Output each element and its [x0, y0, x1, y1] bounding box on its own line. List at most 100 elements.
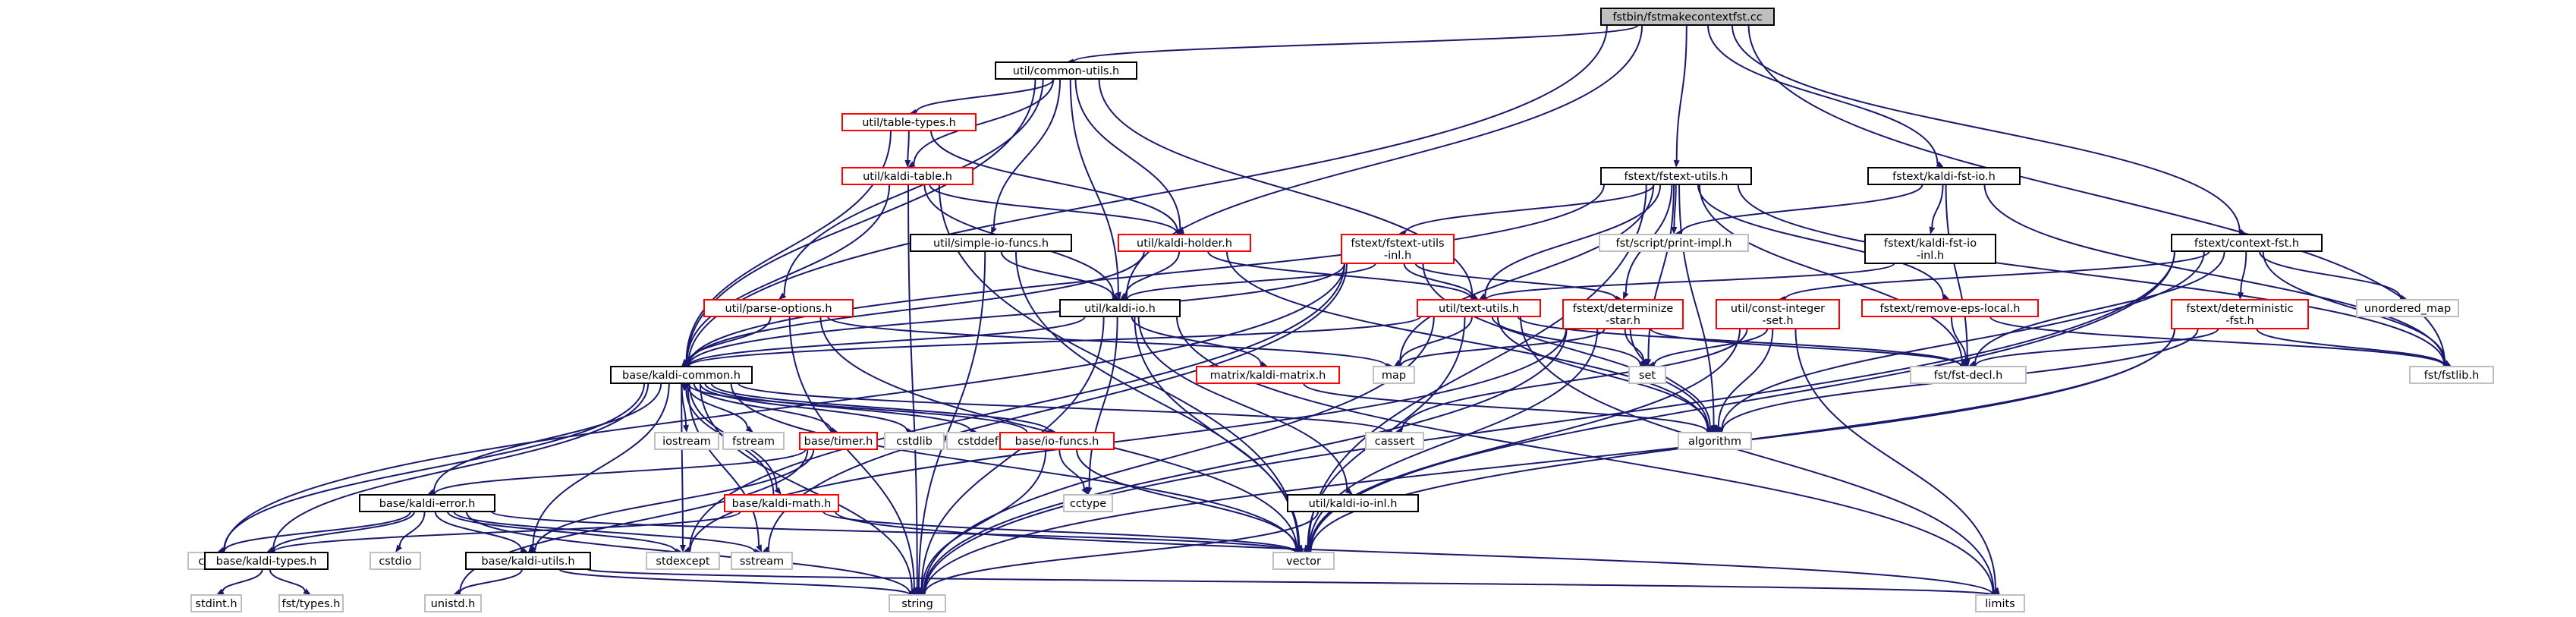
node-box: [799, 432, 878, 450]
node-fstext-fstext-utils-inl-h[interactable]: fstext/fstext-utils-inl.h: [1341, 234, 1455, 264]
edge-n25-n44: [730, 382, 1297, 551]
node-util-kaldi-table-h[interactable]: util/kaldi-table.h: [841, 167, 973, 185]
node-unordered-map: unordered_map: [2356, 299, 2459, 317]
node-label: -fst.h: [2225, 315, 2254, 327]
edge-n8-n27: [1678, 184, 1715, 426]
node-fstext-deterministic-fst-h[interactable]: fstext/deterministic-fst.h: [2171, 299, 2309, 329]
node-fstext-determinize-star-h[interactable]: fstext/determinize-star.h: [1562, 299, 1684, 329]
edge-n1-n2: [915, 78, 1055, 113]
node-fstext-context-fst-h[interactable]: fstext/context-fst.h: [2171, 234, 2323, 252]
node-base-kaldi-common-h[interactable]: base/kaldi-common.h: [610, 366, 753, 384]
edge-n25-n33: [710, 382, 1051, 433]
node-base-timer-h[interactable]: base/timer.h: [799, 432, 878, 450]
edge-n1-n3: [913, 78, 1055, 164]
node-util-table-types-h[interactable]: util/table-types.h: [841, 113, 977, 131]
node-vector: vector: [1272, 552, 1335, 570]
node-base-kaldi-utils-h[interactable]: base/kaldi-utils.h: [465, 552, 591, 570]
edge-n9-n25: [687, 263, 1345, 366]
node-label: cstddef: [958, 436, 999, 448]
node-label: fstext/fstext-utils.h: [1625, 171, 1728, 183]
edge-n41-n47: [459, 568, 524, 593]
edge-arrowhead-n1-n3: [907, 161, 916, 168]
edge-n3-n25: [686, 184, 891, 362]
node-box: [1272, 552, 1335, 570]
edge-arrowhead-n15-n27: [1707, 424, 1715, 433]
edge-arrowhead-n25-n35: [774, 486, 782, 495]
node-util-common-utils-h[interactable]: util/common-utils.h: [995, 61, 1137, 80]
node-stdint-h: stdint.h: [190, 594, 242, 612]
edge-n11-n10: [1680, 184, 1923, 234]
edge-n33-n25: [687, 383, 1028, 433]
edge-n18-n24: [2256, 328, 2445, 366]
node-box: [1628, 366, 1666, 384]
node-label: fstext/kaldi-fst-io: [1884, 238, 1977, 250]
edge-n7-n25: [687, 316, 1086, 367]
node-box: [724, 494, 839, 512]
node-box: [1867, 167, 2021, 185]
node-label: -inl.h: [1384, 250, 1411, 262]
edge-n3-n48: [907, 184, 918, 588]
node-label: base/kaldi-common.h: [622, 370, 741, 382]
node-box: [1059, 299, 1181, 317]
edge-n13-n24: [2262, 250, 2446, 363]
node-box: [1975, 594, 2025, 612]
node-label: limits: [1985, 598, 2015, 610]
edge-n25-n41: [532, 382, 670, 547]
edge-n7-n34: [1088, 316, 1118, 488]
node-util-simple-io-funcs-h[interactable]: util/simple-io-funcs.h: [910, 234, 1072, 252]
edge-n40-n45: [222, 568, 263, 592]
edge-n8-n22: [1647, 184, 1675, 360]
edge-n8-n44: [1307, 184, 1647, 547]
edge-n16-n26: [1401, 328, 1748, 431]
node-base-io-funcs-h[interactable]: base/io-funcs.h: [999, 432, 1115, 450]
node-label: -star.h: [1606, 315, 1640, 327]
node-fstext-remove-eps-local-h[interactable]: fstext/remove-eps-local.h: [1861, 299, 2039, 317]
edge-arrowhead-n25-n30: [830, 427, 838, 433]
edge-arrowhead-n41-n47: [453, 589, 461, 596]
edge-arrowhead-n8-n10: [1671, 226, 1678, 235]
node-box: [999, 432, 1115, 450]
edge-n11-n23: [1945, 184, 1968, 360]
node-box: [1365, 432, 1424, 450]
node-util-text-utils-h[interactable]: util/text-utils.h: [1417, 299, 1541, 317]
node-label: fstext/context-fst.h: [2194, 238, 2299, 250]
node-box: [1600, 8, 1775, 26]
nodes-layer: fstbin/fstmakecontextfst.cc util/common-u…: [187, 8, 2494, 612]
edge-arrowhead-n25-n28: [683, 424, 689, 433]
edge-arrowhead-n17-n23: [1963, 358, 1969, 367]
node-util-kaldi-io-h[interactable]: util/kaldi-io.h: [1059, 299, 1181, 317]
node-limits: limits: [1975, 594, 2025, 612]
node-util-const-integer-set-h[interactable]: util/const-integer-set.h: [1716, 299, 1840, 329]
node-util-kaldi-holder-h[interactable]: util/kaldi-holder.h: [1118, 234, 1251, 252]
node-util-kaldi-io-inl-h[interactable]: util/kaldi-io-inl.h: [1287, 494, 1419, 512]
node-base-kaldi-types-h[interactable]: base/kaldi-types.h: [204, 552, 329, 570]
node-label: cstdio: [379, 556, 411, 568]
edge-arrowhead-n8-n15: [1623, 291, 1629, 300]
node-fstext-kaldi-fst-io-h[interactable]: fstext/kaldi-fst-io.h: [1867, 167, 2021, 185]
edge-n41-n48: [558, 568, 911, 596]
node-matrix-kaldi-matrix-h[interactable]: matrix/kaldi-matrix.h: [1196, 366, 1340, 384]
edge-arrowhead-n35-n25: [681, 383, 689, 392]
edge-n1-n7: [1069, 78, 1119, 293]
node-box: [1678, 432, 1752, 450]
edge-n14-n21: [1399, 316, 1474, 363]
node-fstbin-fstmakecontextfst-cc[interactable]: fstbin/fstmakecontextfst.cc: [1600, 8, 1775, 26]
edge-n33-n48: [921, 449, 1047, 590]
edge-n25-n42: [681, 382, 684, 546]
edge-arrowhead-n7-n20: [1260, 360, 1268, 367]
edge-n0-n11: [1707, 24, 1939, 164]
node-fstext-kaldi-fst-io-inl-h[interactable]: fstext/kaldi-fst-io-inl.h: [1864, 234, 1996, 264]
node-label: base/kaldi-math.h: [732, 498, 832, 510]
edge-n6-n21: [826, 316, 1388, 367]
node-base-kaldi-math-h[interactable]: base/kaldi-math.h: [724, 494, 839, 512]
edge-n8-n25: [687, 184, 1605, 366]
node-util-parse-options-h[interactable]: util/parse-options.h: [703, 299, 854, 317]
edge-n30-n37: [433, 449, 807, 495]
node-label: fstext/fstext-utils: [1351, 238, 1444, 250]
edge-arrowhead-n25-n48: [910, 587, 917, 595]
node-fstext-fstext-utils-h[interactable]: fstext/fstext-utils.h: [1600, 167, 1752, 185]
node-base-kaldi-error-h[interactable]: base/kaldi-error.h: [359, 494, 495, 512]
edge-n3-n5: [929, 184, 1178, 234]
edge-n16-n22: [1653, 328, 1769, 365]
